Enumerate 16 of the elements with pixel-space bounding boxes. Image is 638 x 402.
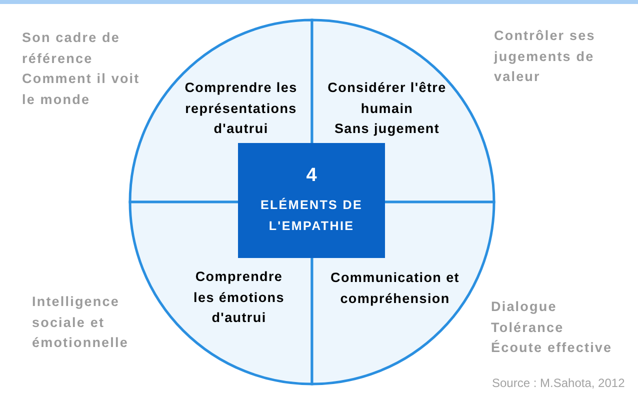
side-note: Son cadre de référence <box>22 29 121 68</box>
segment-label: Comprendre les représentations d'autrui <box>184 79 298 138</box>
side-note: Intelligence sociale et émotionnelle <box>32 293 130 352</box>
side-note: Tolérance <box>491 318 564 337</box>
side-note: Dialogue <box>491 298 557 316</box>
center-box <box>238 143 385 258</box>
side-note: Comment il voit le monde <box>22 70 141 110</box>
side-note: Contrôler ses jugements de valeur <box>494 27 596 86</box>
segment-label: Communication et compréhension <box>330 269 460 308</box>
segment-label: Considérer l'être humain <box>326 79 448 118</box>
side-note: Écoute effective <box>491 339 612 358</box>
segment-label: Sans jugement <box>334 120 440 138</box>
source-note: Source : M.Sahota, 2012 <box>492 376 625 390</box>
center-title: ELÉMENTS DE L'EMPATHIE <box>259 196 364 235</box>
center-number: 4 <box>306 164 317 188</box>
segment-label: Comprendre les émotions d'autrui <box>192 268 286 327</box>
